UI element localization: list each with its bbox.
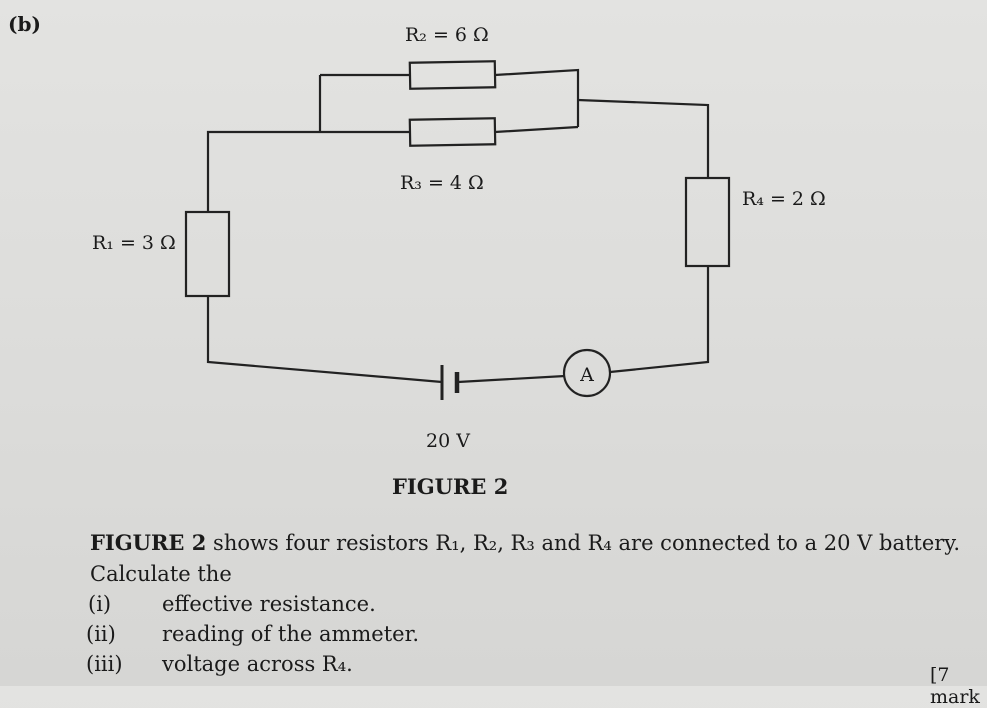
question-intro-rest: shows four resistors R₁, R₂, R₃ and R₄ a… (206, 531, 961, 555)
resistor-r1 (184, 210, 231, 298)
figure-reference: FIGURE 2 (90, 530, 207, 555)
r2-label: R₂ = 6 Ω (405, 24, 489, 46)
resistor-r2 (408, 60, 497, 90)
ammeter-circle (562, 348, 612, 398)
r4-label: R₄ = 2 Ω (742, 188, 826, 210)
marks-label: [7 mark (930, 664, 980, 708)
circuit-diagram: A (184, 60, 731, 400)
wire-parallel-left (318, 73, 410, 134)
question-intro: FIGURE 2 shows four resistors R₁, R₂, R₃… (90, 530, 960, 555)
wire-right-top (577, 98, 710, 178)
item-i-number: (i) (88, 592, 112, 616)
wire-left-bottom (206, 296, 443, 384)
calculate-line: Calculate the (90, 562, 232, 586)
item-iii-text: voltage across R₄. (162, 652, 353, 676)
resistor-r3 (408, 117, 497, 147)
part-label: (b) (8, 12, 41, 36)
wire-battery-ammeter (457, 374, 566, 384)
wire-parallel-right (494, 68, 580, 134)
wire-right-bottom (609, 266, 710, 374)
item-iii-number: (iii) (86, 652, 123, 676)
ammeter-label: A (579, 364, 594, 386)
figure-title: FIGURE 2 (392, 474, 509, 499)
item-i-text: effective resistance. (162, 592, 376, 616)
battery-label: 20 V (426, 430, 470, 452)
item-ii-text: reading of the ammeter. (162, 622, 419, 646)
wire-left-top (206, 130, 320, 212)
resistor-r4 (684, 176, 731, 268)
r1-label: R₁ = 3 Ω (92, 232, 176, 254)
r3-label: R₃ = 4 Ω (400, 172, 484, 194)
item-ii-number: (ii) (86, 622, 116, 646)
